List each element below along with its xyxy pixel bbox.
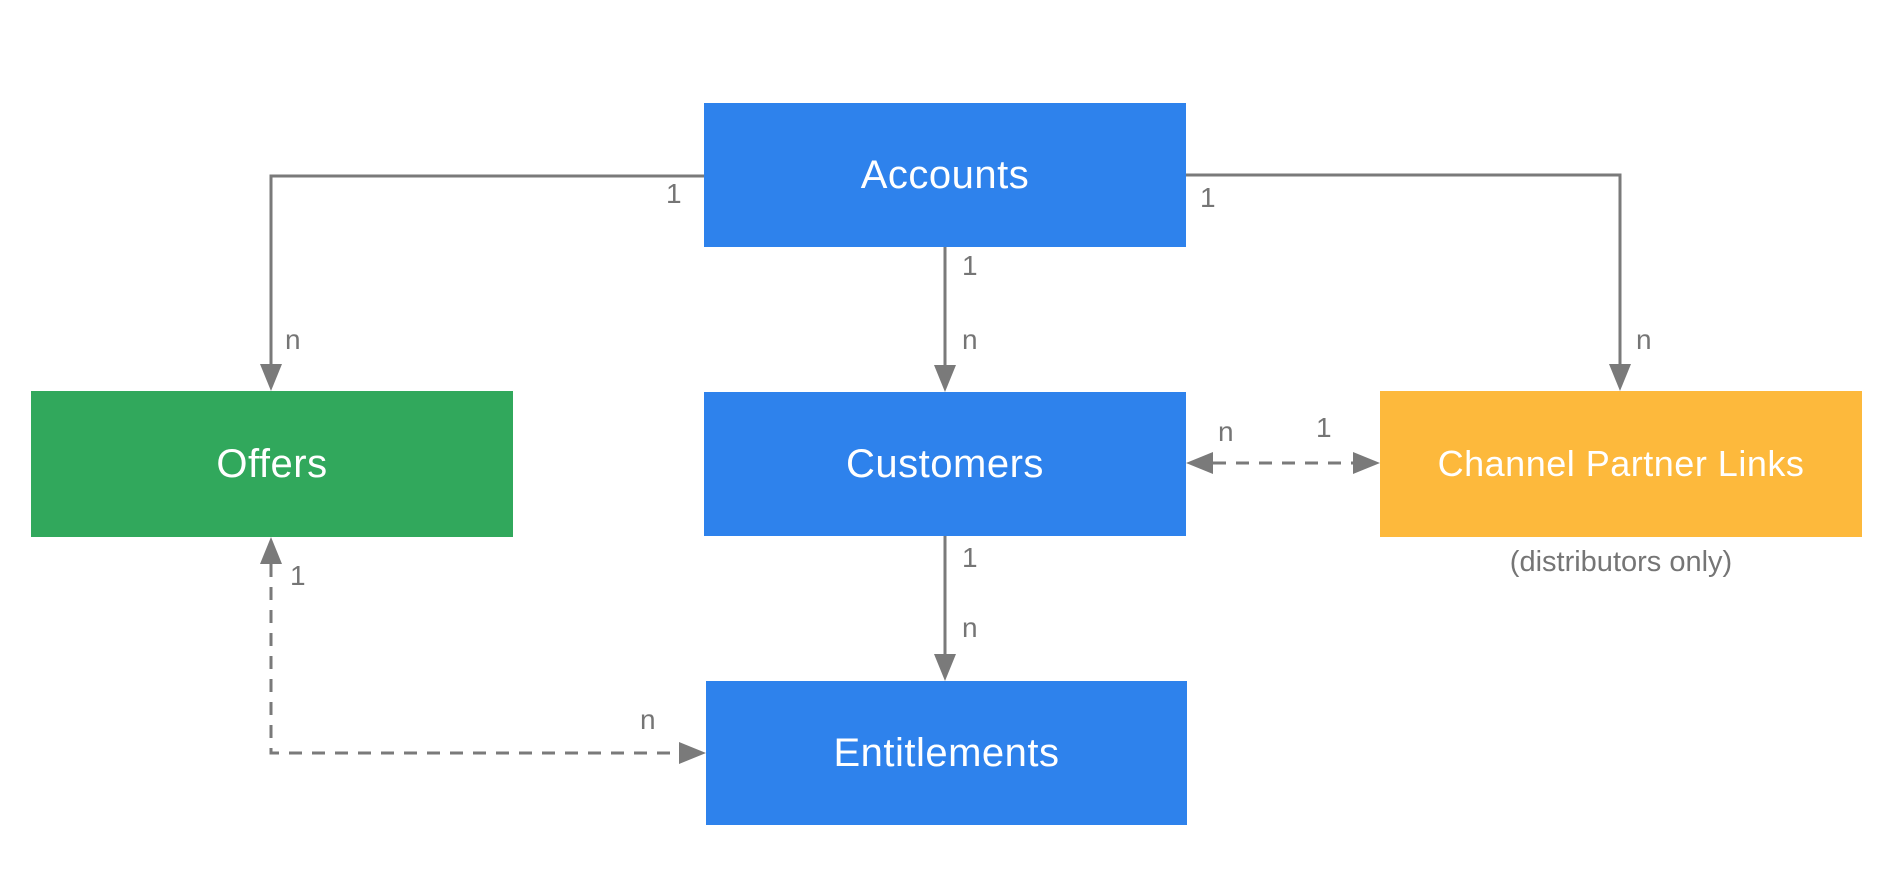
cardinality-customers-cpl-target: 1 <box>1316 412 1332 443</box>
cardinality-customers-cpl-source: n <box>1218 416 1234 447</box>
cardinality-offers-entitlements-source: 1 <box>290 560 306 591</box>
cardinality-accounts-cpl-target: n <box>1636 324 1652 355</box>
cardinality-accounts-offers-source: 1 <box>666 178 682 209</box>
node-accounts[interactable]: Accounts <box>704 103 1186 247</box>
edge-accounts-channel-partner-links <box>1186 173 1631 391</box>
cardinality-accounts-customers-source: 1 <box>962 250 978 281</box>
node-offers[interactable]: Offers <box>31 391 513 537</box>
node-customers[interactable]: Customers <box>704 392 1186 536</box>
cardinality-customers-entitlements-source: 1 <box>962 542 978 573</box>
cardinality-accounts-offers-target: n <box>285 324 301 355</box>
edge-offers-entitlements <box>260 537 706 764</box>
node-entitlements[interactable]: Entitlements <box>706 681 1187 825</box>
edge-customers-entitlements <box>934 536 956 681</box>
edge-customers-channel-partner-links <box>1186 452 1380 474</box>
cardinality-accounts-cpl-source: 1 <box>1200 182 1216 213</box>
edge-accounts-offers <box>260 174 704 391</box>
cardinality-customers-entitlements-target: n <box>962 612 978 643</box>
cardinality-accounts-customers-target: n <box>962 324 978 355</box>
channel-partner-links-note: (distributors only) <box>1509 546 1733 578</box>
node-channel-partner-links[interactable]: Channel Partner Links <box>1380 391 1862 537</box>
edge-accounts-customers <box>934 247 956 392</box>
cardinality-offers-entitlements-target: n <box>640 704 656 735</box>
